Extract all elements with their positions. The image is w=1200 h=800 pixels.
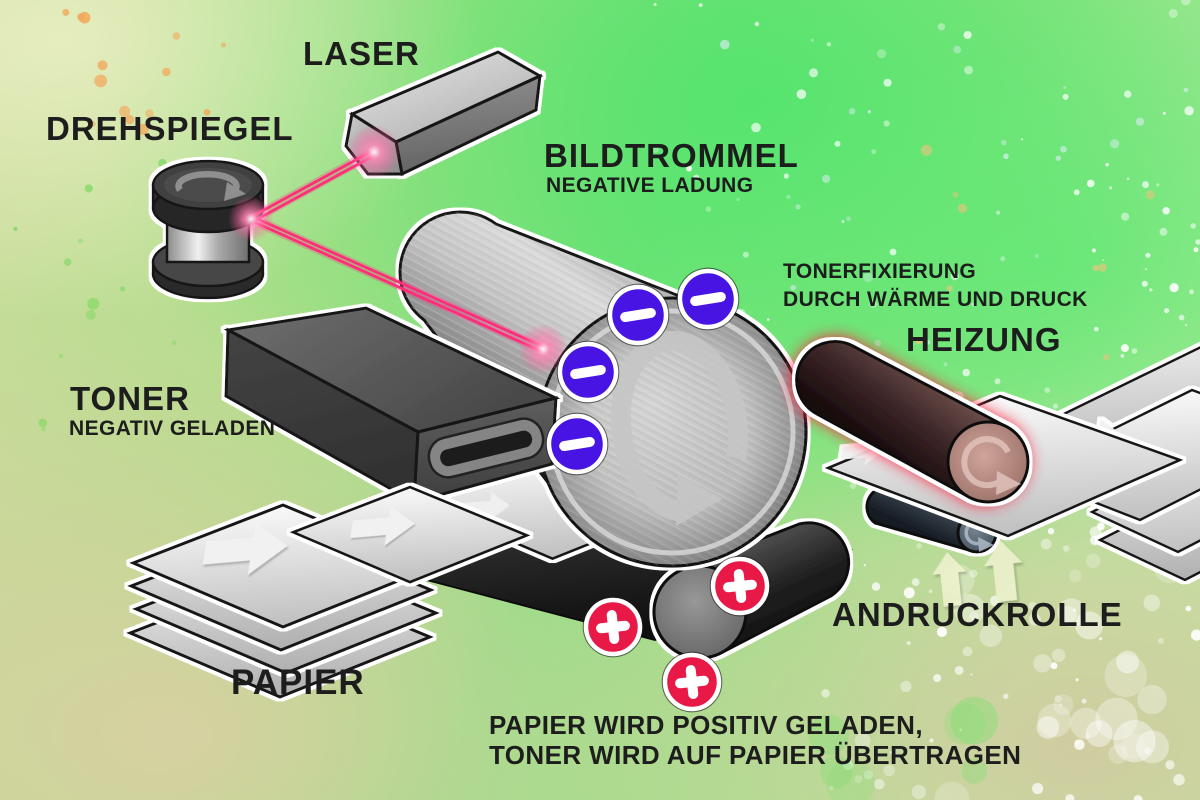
laser-beam	[228, 125, 568, 374]
negative-charge-icon	[556, 340, 620, 404]
positive-charge-icon	[661, 651, 723, 713]
mirror-rotation-arrow-icon	[175, 170, 246, 201]
label-laser: LASER	[303, 35, 420, 72]
toner-cartridge	[223, 306, 561, 505]
label-papier: PAPIER	[231, 663, 365, 702]
label-bildtrommel: BILDTROMMEL	[544, 137, 799, 174]
label-tonerfixierung-line2: DURCH WÄRME UND DRUCK	[783, 288, 1088, 311]
positive-charges	[582, 555, 771, 713]
positive-charge-icon	[582, 596, 644, 658]
label-heizung: HEIZUNG	[906, 321, 1062, 358]
label-andruckrolle: ANDRUCKROLLE	[832, 596, 1123, 633]
drum-hit-glow	[518, 324, 568, 374]
laser-emitter-glow	[347, 125, 401, 179]
toner-outlet-slot	[427, 417, 545, 479]
heater-rotation-arrow-icon	[961, 436, 1021, 495]
label-bildtrommel-sub: NEGATIVE LADUNG	[546, 174, 754, 197]
label-tonerfixierung-line1: TONERFIXIERUNG	[783, 260, 977, 283]
mirror-reflection-glow	[228, 196, 274, 242]
negative-charges	[545, 267, 740, 476]
negative-charge-icon	[676, 267, 740, 331]
rotating-mirror	[151, 159, 265, 300]
label-toner-sub: NEGATIV GELADEN	[69, 417, 276, 440]
label-caption-line1: PAPIER WIRD POSITIV GELADEN,	[489, 710, 923, 740]
negative-charge-icon	[545, 412, 609, 476]
negative-charge-icon	[606, 283, 670, 347]
label-toner: TONER	[70, 380, 190, 417]
label-caption-line2: TONER WIRD AUF PAPIER ÜBERTRAGEN	[489, 740, 1022, 770]
positive-charge-icon	[709, 555, 771, 617]
drum-rotation-arrow-icon	[610, 330, 749, 526]
label-drehspiegel: DREHSPIEGEL	[46, 110, 294, 147]
heater-roller	[795, 340, 1030, 504]
